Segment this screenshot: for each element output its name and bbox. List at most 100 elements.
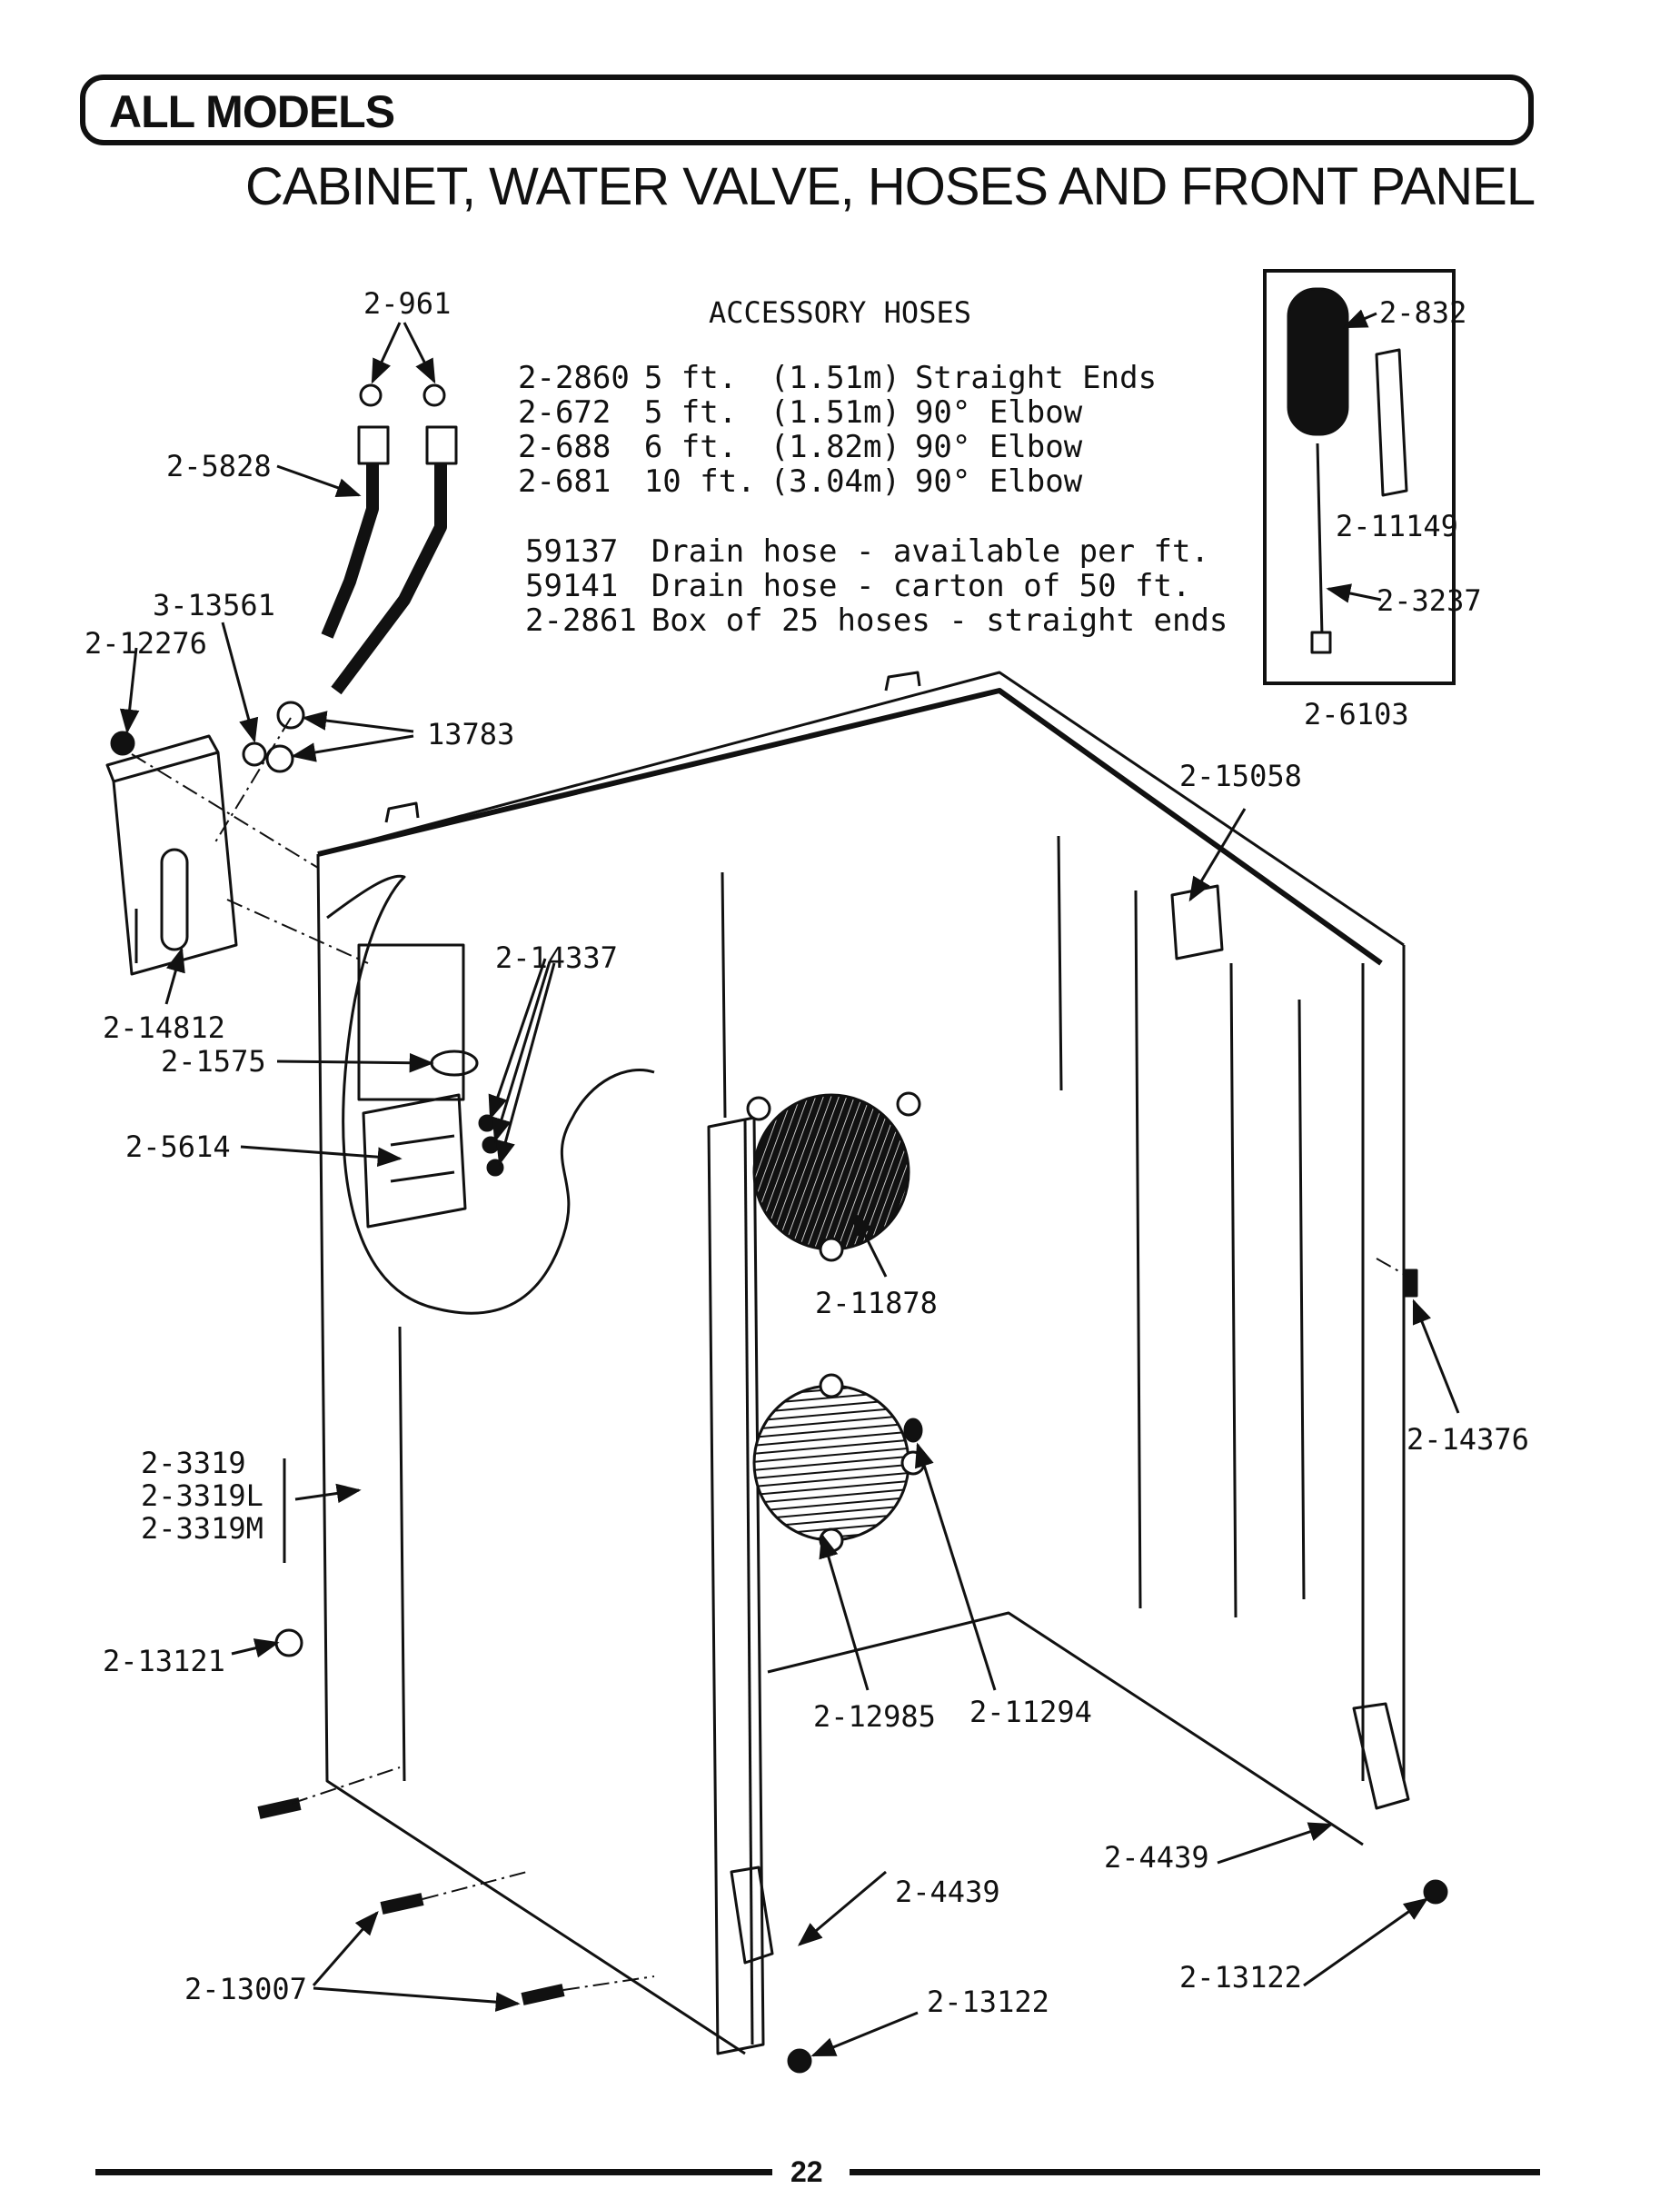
label-2-11878: 2-11878	[815, 1286, 938, 1320]
label-2-3237: 2-3237	[1377, 583, 1482, 618]
footer-rule-left	[95, 2169, 772, 2175]
label-2-4439-right: 2-4439	[1104, 1840, 1209, 1875]
fitting-2-12276	[110, 731, 135, 756]
part-number: 59141	[525, 568, 619, 604]
leader-2-14337	[488, 958, 547, 1120]
leader-2-13121	[231, 1638, 280, 1658]
section-header-box: ALL MODELS	[80, 75, 1534, 145]
leader-2-961	[371, 322, 402, 384]
screw-2-13007	[521, 1984, 565, 2005]
mounting-bracket	[105, 734, 238, 976]
leader-2-14337	[495, 962, 556, 1166]
leader-2-13007	[313, 1986, 521, 2012]
screw-2-13007	[380, 1893, 424, 1915]
leader-2-11878	[852, 1210, 888, 1278]
port-lug	[819, 1373, 844, 1398]
front-panel-inner	[743, 1119, 754, 2045]
label-2-14812: 2-14812	[103, 1010, 225, 1045]
hose-washer-2-961	[359, 383, 383, 407]
cabinet-top-edge	[317, 688, 1383, 966]
leader-2-4439	[797, 1870, 887, 1946]
hose-coupling	[357, 425, 390, 465]
label-2-15058: 2-15058	[1179, 759, 1302, 793]
table-row: 59141 Drain hose - carton of 50 ft.	[525, 569, 1242, 603]
hose-coupling	[425, 425, 458, 465]
part-number: 59137	[525, 533, 619, 570]
leader-13783	[291, 734, 414, 762]
table-row: 2-2861 Box of 25 hoses - straight ends	[525, 603, 1242, 638]
bracket-slot	[160, 848, 189, 951]
hose-length-metric: (1.51m)	[770, 360, 900, 396]
cabinet-left-side	[316, 853, 746, 2055]
alignment-line	[562, 1975, 655, 1991]
leader-2-14376	[1412, 1298, 1460, 1414]
alignment-line	[226, 899, 369, 964]
port-lug	[819, 1237, 844, 1262]
kit-part-2-11149	[1375, 348, 1408, 497]
label-2-12276: 2-12276	[84, 626, 207, 661]
leader-2-14812	[164, 947, 185, 1005]
footer-rule-right	[850, 2169, 1540, 2175]
table-row: 2-2860 5 ft. (1.51m) Straight Ends	[518, 361, 1171, 395]
label-2-6103: 2-6103	[1304, 697, 1409, 731]
hose-length: 10 ft.	[643, 463, 756, 500]
alignment-line	[131, 753, 319, 869]
label-2-3319L: 2-3319L	[141, 1478, 263, 1513]
table-row: 2-688 6 ft. (1.82m) 90° Elbow	[518, 430, 1171, 464]
leader-2-12276	[119, 647, 140, 734]
hose-type: 90° Elbow	[914, 463, 1083, 500]
valve-nut	[478, 1114, 496, 1132]
label-2-12985: 2-12985	[813, 1699, 936, 1734]
table-row: 2-672 5 ft. (1.51m) 90° Elbow	[518, 395, 1171, 430]
foot-2-13122	[787, 2048, 812, 2074]
front-panel	[707, 1116, 765, 2055]
top-tab	[384, 801, 420, 823]
hose-length: 5 ft.	[643, 360, 738, 396]
hose-length: 5 ft.	[643, 394, 738, 431]
leader-2-1575	[276, 1052, 434, 1073]
leader-2-13122	[1303, 1897, 1429, 1987]
label-2-13007: 2-13007	[184, 1972, 307, 2006]
section-label: ALL MODELS	[109, 86, 395, 137]
top-tab	[884, 671, 921, 692]
label-2-14376: 2-14376	[1407, 1422, 1529, 1457]
table-row: 2-681 10 ft. (3.04m) 90° Elbow	[518, 464, 1171, 499]
part-description: Drain hose - available per ft.	[651, 533, 1209, 570]
leader-2-3319	[294, 1483, 362, 1504]
cabinet-back-bottom	[767, 1611, 1364, 1846]
table-row: 59137 Drain hose - available per ft.	[525, 534, 1242, 569]
accessory-hoses-table: 2-2860 5 ft. (1.51m) Straight Ends 2-672…	[518, 361, 1171, 499]
kit-part-2-832	[1287, 287, 1349, 436]
foot-2-13122	[1423, 1879, 1448, 1905]
port-lug	[746, 1096, 771, 1121]
label-2-4439-left: 2-4439	[895, 1875, 1000, 1909]
label-2-832: 2-832	[1379, 295, 1467, 330]
part-number: 2-681	[518, 463, 611, 500]
fill-hose	[321, 432, 379, 639]
leader-13783	[302, 711, 414, 733]
motor-port-upper	[752, 1093, 910, 1251]
alignment-line	[422, 1871, 528, 1900]
hose-type: 90° Elbow	[914, 429, 1083, 465]
fill-hose	[331, 432, 447, 695]
cabinet-right-side	[1361, 945, 1406, 1781]
cabinet-back-top-edge	[317, 671, 1405, 947]
hose-washer-13783	[276, 701, 305, 730]
pad-2-15058	[1170, 884, 1224, 960]
leader-2-13122	[810, 2011, 919, 2057]
leader-2-11294	[914, 1442, 997, 1691]
fitting-2-13121	[274, 1628, 303, 1657]
alignment-line	[1376, 1258, 1409, 1278]
label-3-13561: 3-13561	[153, 588, 275, 622]
hose-screen-2-1575	[430, 1050, 479, 1077]
alignment-line	[263, 1766, 401, 1814]
kit-box	[1263, 269, 1456, 685]
leader-2-3237	[1326, 583, 1382, 603]
leader-2-832	[1342, 309, 1377, 329]
part-number: 2-2860	[518, 360, 630, 396]
part-number: 2-2861	[525, 602, 637, 639]
label-2-3319: 2-3319	[141, 1446, 246, 1480]
part-number: 2-672	[518, 394, 611, 431]
hose-length-metric: (1.51m)	[770, 394, 900, 431]
